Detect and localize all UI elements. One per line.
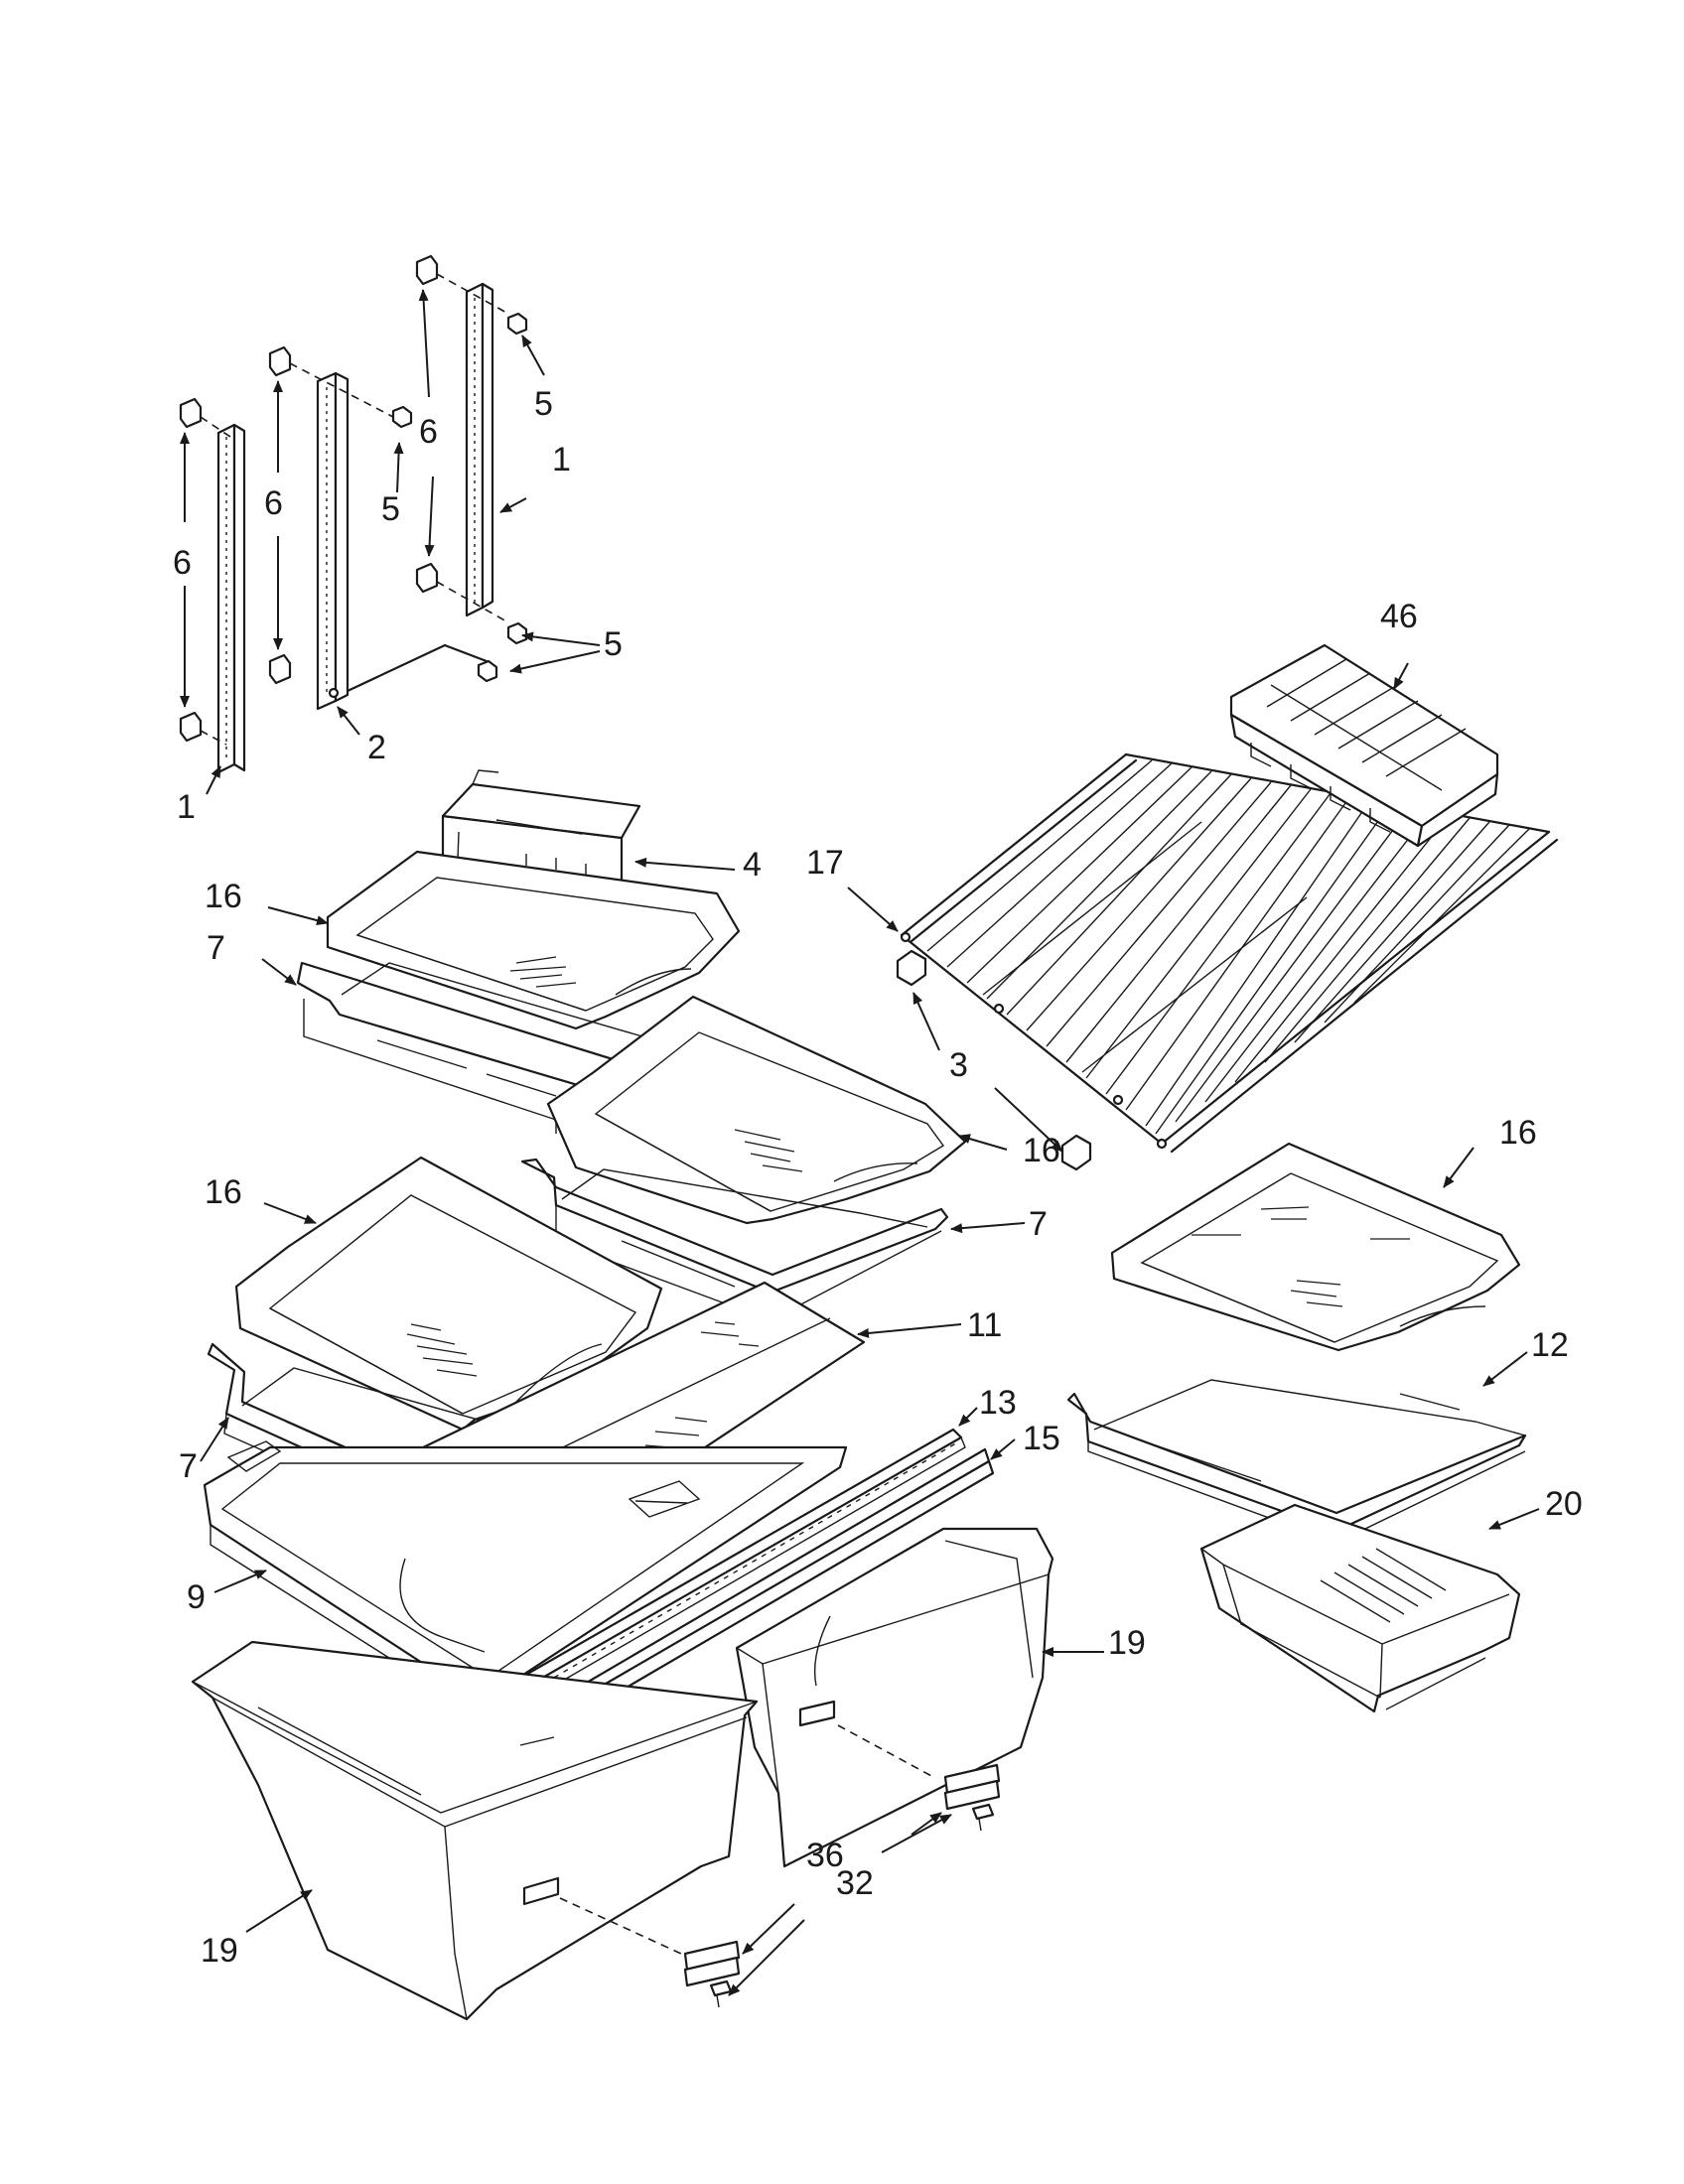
drawer-slide-clip-upper [943, 1763, 1001, 1832]
crisper-frame [203, 1440, 848, 1725]
label-part-6-right: 6 [419, 413, 438, 451]
label-part-13: 13 [979, 1384, 1017, 1422]
label-part-6-left: 6 [173, 544, 192, 582]
label-part-11: 11 [967, 1306, 1002, 1344]
label-part-32: 32 [836, 1864, 874, 1902]
label-part-4: 4 [743, 846, 762, 884]
label-part-19-right: 19 [1108, 1624, 1146, 1662]
label-part-7-middle: 7 [1029, 1205, 1048, 1243]
label-part-16-middle: 16 [1023, 1132, 1060, 1169]
crisper-drawer-left [191, 1640, 759, 2021]
shelf-frame-middle [520, 1158, 949, 1321]
label-part-6-center: 6 [264, 484, 283, 522]
label-part-12: 12 [1531, 1326, 1569, 1364]
label-part-20: 20 [1545, 1485, 1583, 1523]
glass-shelf-middle [546, 995, 967, 1225]
label-part-7-left: 7 [179, 1447, 198, 1485]
part-number-labels: 1 1 2 3 4 5 5 5 6 6 6 7 7 7 9 11 12 13 1… [173, 385, 1583, 1970]
label-part-16-left: 16 [205, 1173, 242, 1211]
label-part-5-bottom: 5 [604, 625, 623, 663]
label-part-7-upper: 7 [207, 929, 225, 967]
label-part-19-left: 19 [201, 1932, 238, 1970]
glass-shelf-right [1110, 1142, 1521, 1352]
label-part-2: 2 [367, 729, 386, 766]
label-part-5-middle: 5 [381, 490, 400, 528]
wire-shelf [900, 752, 1559, 1154]
shelf-track-right [415, 254, 528, 683]
ice-cube-tray [1229, 643, 1499, 848]
shelf-track-center [268, 345, 489, 711]
label-part-1-right: 1 [552, 441, 571, 478]
meat-drawer [1199, 1503, 1521, 1713]
label-part-3: 3 [949, 1046, 968, 1084]
glass-shelf-upper [326, 850, 741, 1030]
label-part-36: 36 [806, 1837, 844, 1874]
label-part-1-left: 1 [177, 788, 196, 826]
shelf-track-left [179, 397, 246, 774]
label-part-16-right: 16 [1499, 1114, 1537, 1152]
label-part-5-top: 5 [534, 385, 553, 423]
drawer-slide-clip-lower [683, 1940, 741, 2008]
label-part-46: 46 [1380, 598, 1418, 635]
label-part-16-top: 16 [205, 878, 242, 915]
glass-shelf-left [234, 1156, 663, 1432]
track-leader-lines [180, 289, 601, 795]
shelf-support-pins [896, 949, 1092, 1171]
label-part-15: 15 [1023, 1420, 1060, 1457]
label-part-9: 9 [187, 1578, 206, 1616]
label-part-17: 17 [806, 844, 844, 882]
crisper-drawer-right [735, 1527, 1054, 1868]
